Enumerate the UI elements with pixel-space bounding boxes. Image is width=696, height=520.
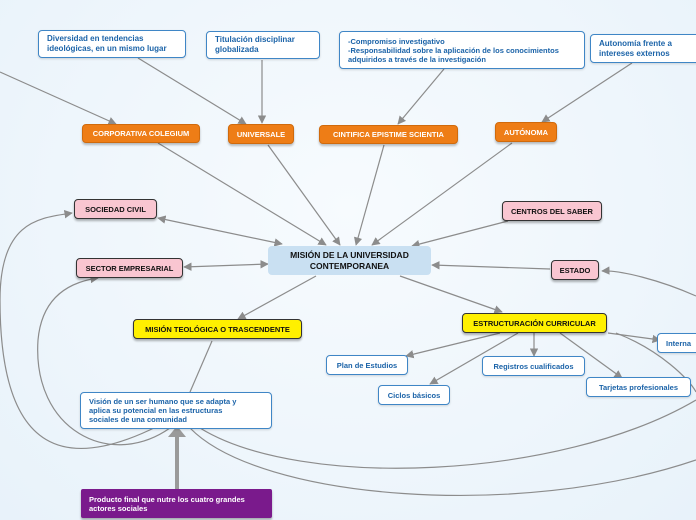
attribute-universale[interactable]: UNIVERSALE <box>228 124 294 144</box>
actor-sociedad-civil[interactable]: SOCIEDAD CIVIL <box>74 199 157 219</box>
edge-autonoma-to-central <box>371 142 513 246</box>
loop-right-to-estado <box>601 266 696 297</box>
edge-centros-to-central <box>411 220 509 249</box>
curriculum-registros-cualificados[interactable]: Registros cualificados <box>482 356 585 376</box>
attribute-cientifica[interactable]: CINTIFICA EPISTIME SCIENTIA <box>319 125 458 144</box>
edge-corporativa-to-central <box>157 142 327 246</box>
attribute-corporativa[interactable]: CORPORATIVA COLEGIUM <box>82 124 200 143</box>
note-compromiso[interactable]: -Compromiso investigativo -Responsabilid… <box>339 31 585 69</box>
loop-vision-to-right-2 <box>199 399 696 469</box>
loop-vision-to-right-1 <box>189 427 696 496</box>
actor-centros-del-saber[interactable]: CENTROS DEL SABER <box>502 201 602 221</box>
edge-central-to-teologica <box>237 275 317 320</box>
edge-compromiso-to-cientifica <box>397 68 445 125</box>
edge-autonomia-to-autonoma <box>541 62 633 123</box>
edge-curr-to-interna <box>607 332 661 344</box>
curriculum-tarjetas-profesionales[interactable]: Tarjetas profesionales <box>586 377 691 397</box>
edge-teologica-to-vision <box>189 340 213 393</box>
edge-offscreen-to-corporativa <box>0 71 117 125</box>
edge-cientifica-to-central <box>353 144 385 246</box>
edge-central-empresarial <box>183 260 269 271</box>
central-topic[interactable]: MISIÓN DE LA UNIVERSIDAD CONTEMPORANEA <box>268 246 431 275</box>
edge-central-to-estructuracion <box>399 275 503 314</box>
note-titulacion[interactable]: Titulación disciplinar globalizada <box>206 31 320 59</box>
mission-teologica[interactable]: MISIÓN TEOLÓGICA O TRASCENDENTE <box>133 319 302 339</box>
mission-estructuracion-curricular[interactable]: ESTRUCTURACIÓN CURRICULAR <box>462 313 607 333</box>
edge-estado-to-central <box>431 261 551 270</box>
curriculum-ciclos-basicos[interactable]: Ciclos básicos <box>378 385 450 405</box>
edge-diversidad-to-universale <box>137 57 247 125</box>
actor-sector-empresarial[interactable]: SECTOR EMPRESARIAL <box>76 258 183 278</box>
note-vision-ser-humano[interactable]: Visión de un ser humano que se adapta y … <box>80 392 272 429</box>
attribute-autonoma[interactable]: AUTÓNOMA <box>495 122 557 142</box>
curriculum-interna[interactable]: Interna <box>657 333 696 353</box>
curriculum-plan-de-estudios[interactable]: Plan de Estudios <box>326 355 408 375</box>
note-autonomia[interactable]: Autonomía frente a intereses externos <box>590 34 696 63</box>
edge-curr-to-plan <box>405 332 501 359</box>
product-final[interactable]: Producto final que nutre los cuatro gran… <box>81 489 272 518</box>
actor-estado[interactable]: ESTADO <box>551 260 599 280</box>
edge-central-sociedad <box>157 215 283 247</box>
note-diversidad[interactable]: Diversidad en tendencias ideológicas, en… <box>38 30 186 58</box>
edge-universale-to-central <box>267 144 341 246</box>
